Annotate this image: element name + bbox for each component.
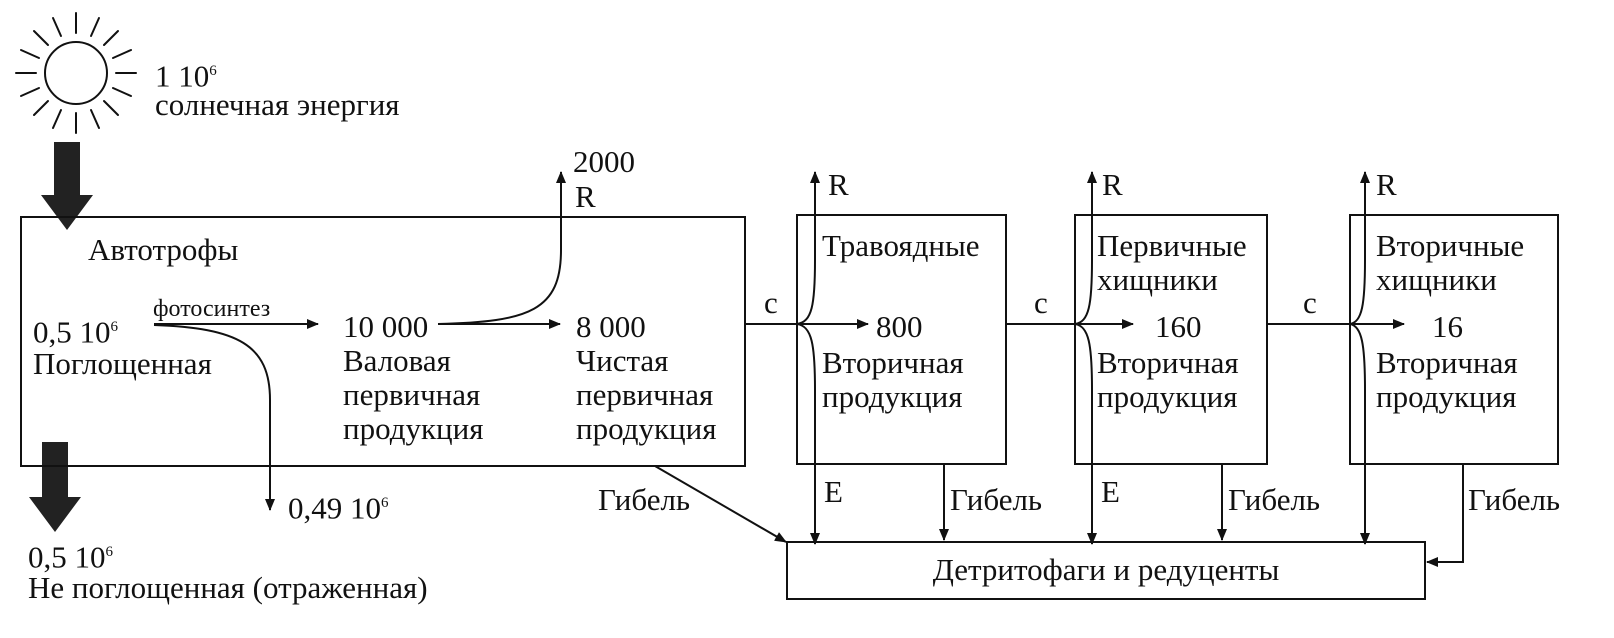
reflected-value: 0,5 106 [28, 539, 113, 575]
consumption-label-1: с [764, 285, 778, 320]
herbivores-respiration-label: R [828, 167, 849, 202]
reflected-label: Не поглощенная (отраженная) [28, 570, 428, 605]
secondary-predators-death-arrow [1426, 464, 1464, 567]
primary-predators-box [1074, 214, 1268, 465]
primary-predators-title-1: Первичные [1097, 228, 1247, 263]
autotrophs-title: Автотрофы [88, 232, 239, 267]
primary-predators-death-label: Гибель [1228, 482, 1321, 517]
consumption-label-3: с [1303, 285, 1317, 320]
secondary-predators-respiration-label: R [1376, 167, 1397, 202]
primary-predators-production-label-1: Вторичная [1097, 345, 1239, 380]
consumption-label-2: с [1034, 285, 1048, 320]
absorbed-label: Поглощенная [33, 346, 212, 381]
absorbed-loss-value: 0,49 106 [288, 490, 389, 526]
secondary-predators-respiration-arrow [1349, 171, 1370, 325]
net-production-label-3: продукция [576, 411, 717, 446]
photosynthesis-label: фотосинтез [153, 296, 271, 322]
herbivores-death-label: Гибель [950, 482, 1043, 517]
net-production-value: 8 000 [576, 309, 646, 344]
reflected-energy-arrow [29, 442, 81, 532]
secondary-predators-box [1349, 214, 1559, 465]
primary-predators-respiration-arrow [1074, 171, 1097, 325]
primary-predators-title-2: хищники [1097, 262, 1218, 297]
secondary-predators-production-value: 16 [1432, 309, 1463, 344]
detritivores-label: Детритофаги и редуценты [932, 552, 1280, 587]
secondary-predators-title-2: хищники [1376, 262, 1497, 297]
herbivores-title: Травоядные [822, 228, 980, 263]
secondary-predators-egestion-arrow [1349, 323, 1370, 545]
secondary-predators-death-label: Гибель [1468, 482, 1561, 517]
gross-production-label-3: продукция [343, 411, 484, 446]
absorbed-loss-arrow [153, 324, 275, 511]
absorbed-value: 0,5 106 [33, 314, 118, 350]
incoming-energy-arrow [41, 142, 93, 230]
herbivores-respiration-arrow [796, 171, 820, 325]
autotrophs-death-label: Гибель [598, 482, 691, 517]
secondary-predators-production-label-2: продукция [1376, 379, 1517, 414]
sun-energy-label: солнечная энергия [155, 87, 400, 122]
gross-production-label-1: Валовая [343, 343, 451, 378]
gross-production-value: 10 000 [343, 309, 429, 344]
primary-predators-egestion-label: E [1101, 474, 1120, 509]
autotrophs-box [20, 216, 746, 467]
autotroph-respiration-value: 2000 [573, 144, 635, 179]
herbivores-production-label-1: Вторичная [822, 345, 964, 380]
autotrophs-death-arrow [654, 465, 787, 543]
gross-production-label-2: первичная [343, 377, 481, 412]
herbivores-egestion-arrow [796, 323, 820, 545]
primary-predators-production-value: 160 [1155, 309, 1202, 344]
herbivores-production-value: 800 [876, 309, 923, 344]
autotroph-respiration-arrow [437, 171, 566, 325]
secondary-predators-production-label-1: Вторичная [1376, 345, 1518, 380]
autotroph-respiration-label: R [575, 179, 596, 214]
herbivores-production-label-2: продукция [822, 379, 963, 414]
net-production-label-1: Чистая [576, 343, 669, 378]
secondary-predators-title-1: Вторичные [1376, 228, 1525, 263]
primary-predators-egestion-arrow [1074, 323, 1097, 545]
detritivores-box [786, 541, 1426, 600]
herbivores-egestion-label: E [824, 474, 843, 509]
sun-icon [15, 12, 137, 134]
net-production-label-2: первичная [576, 377, 714, 412]
primary-predators-production-label-2: продукция [1097, 379, 1238, 414]
sun-energy-value: 1 106 [155, 58, 217, 94]
herbivores-box [796, 214, 1007, 465]
primary-predators-respiration-label: R [1102, 167, 1123, 202]
